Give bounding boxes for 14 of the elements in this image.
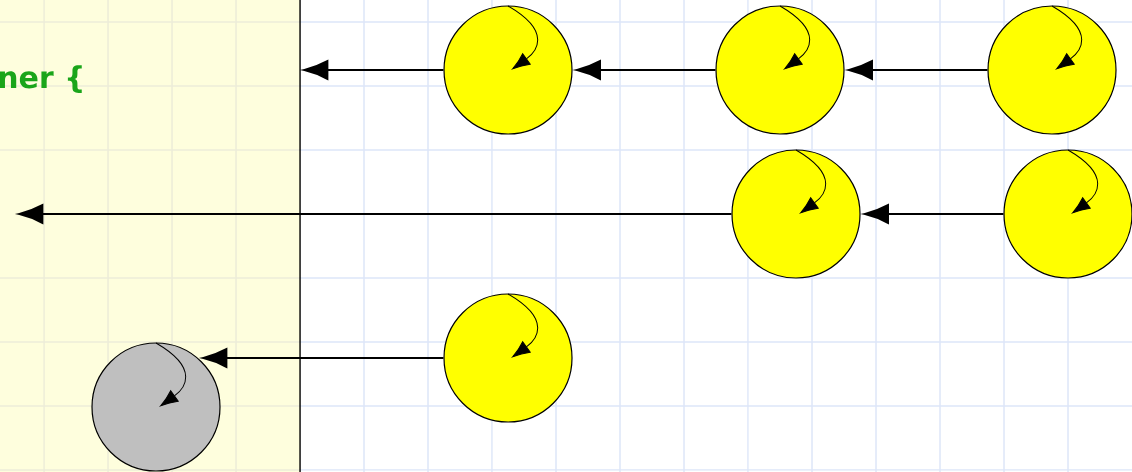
spinning-circle — [443, 5, 573, 135]
arrow — [576, 60, 716, 80]
spinning-circle — [731, 149, 861, 279]
spinning-circle — [443, 293, 573, 423]
spinning-circle — [987, 5, 1117, 135]
arrow — [202, 348, 444, 368]
spinning-circle — [1003, 149, 1132, 279]
code-text: ner { — [0, 65, 82, 93]
spinning-circle — [91, 342, 221, 472]
spinning-circle — [715, 5, 845, 135]
arrow — [18, 204, 732, 224]
arrow — [848, 60, 988, 80]
arrow — [864, 204, 1004, 224]
arrow — [303, 60, 444, 80]
